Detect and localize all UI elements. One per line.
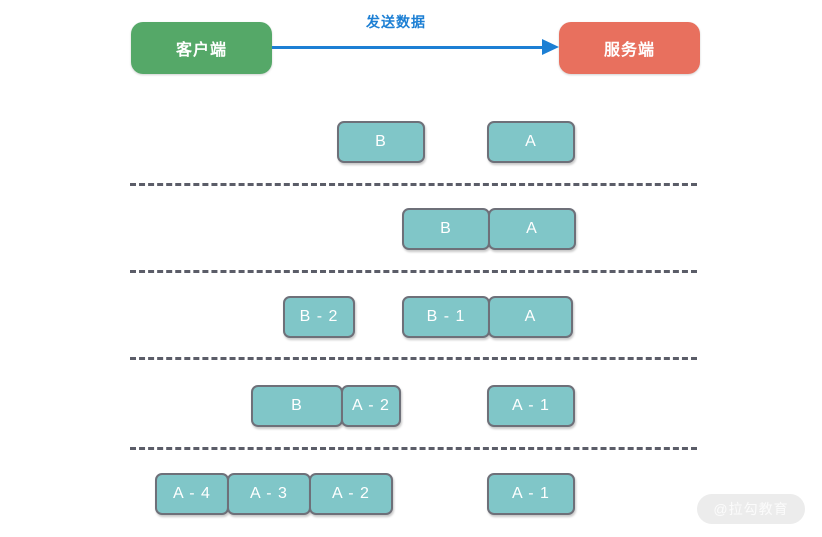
- packet-group: B: [337, 121, 425, 163]
- row-separator-4: [130, 447, 697, 450]
- packet-segment: A - 3: [227, 473, 311, 515]
- packet-segment: A: [488, 208, 576, 250]
- packet-segment: A: [487, 121, 575, 163]
- data-flow-arrow-label: 发送数据: [366, 14, 426, 30]
- packet-segment: A - 1: [487, 385, 575, 427]
- packet-group: A: [487, 121, 575, 163]
- data-flow-arrow-head-icon: [542, 39, 559, 55]
- packet-segment: A: [488, 296, 573, 338]
- packet-segment: A - 2: [309, 473, 393, 515]
- packet-segment: A - 4: [155, 473, 229, 515]
- packet-segment: B: [402, 208, 490, 250]
- packet-segment: B - 1: [402, 296, 490, 338]
- packet-segment: B - 2: [283, 296, 355, 338]
- row-separator-2: [130, 270, 697, 273]
- row-separator-3: [130, 357, 697, 360]
- server-node: 服务端: [559, 22, 700, 74]
- packet-segment: B: [251, 385, 343, 427]
- row-separator-1: [130, 183, 697, 186]
- client-node-label: 客户端: [175, 42, 227, 59]
- watermark-label: @拉勾教育: [713, 501, 789, 517]
- packet-segment: A - 1: [487, 473, 575, 515]
- packet-group: A - 1: [487, 385, 575, 427]
- packet-group: A - 1: [487, 473, 575, 515]
- watermark: @拉勾教育: [697, 494, 805, 524]
- packet-segment: A - 2: [341, 385, 401, 427]
- server-node-label: 服务端: [603, 42, 655, 59]
- packet-group: B - 2: [283, 296, 355, 338]
- packet-segment: B: [337, 121, 425, 163]
- data-flow-arrow-line: [272, 46, 544, 49]
- client-node: 客户端: [131, 22, 272, 74]
